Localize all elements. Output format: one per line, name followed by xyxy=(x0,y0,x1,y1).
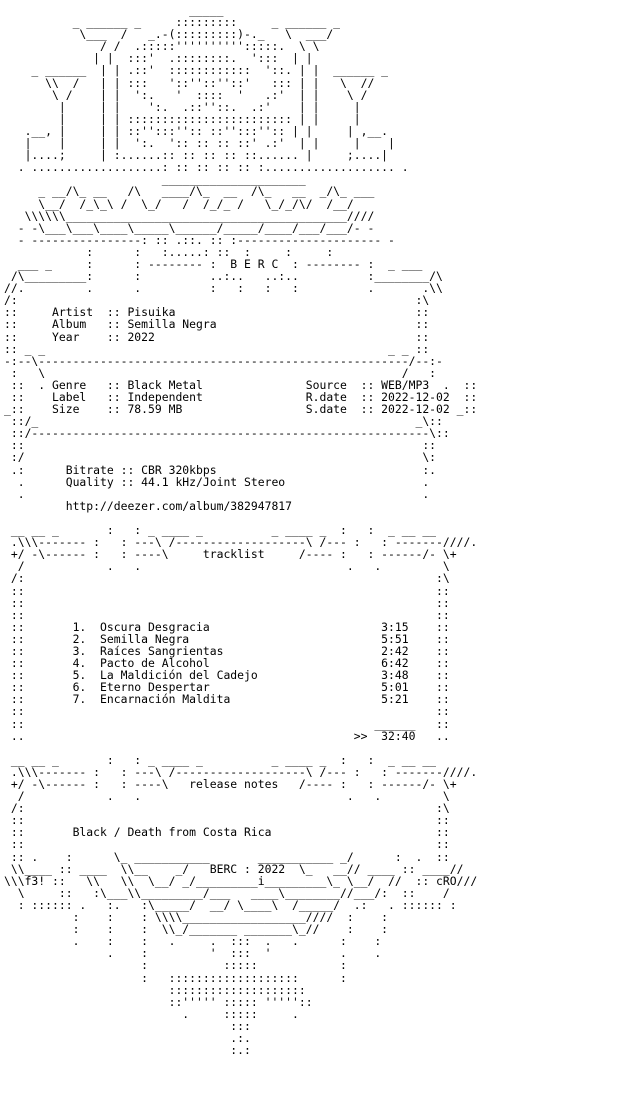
nfo-line: . . xyxy=(4,486,437,501)
nfo-line: \ :: :\___\\_________/___ ____\________/… xyxy=(4,885,464,900)
nfo-line: :: . : \_ ___________ ___________ _/ : .… xyxy=(4,849,450,864)
nfo-line: | | :::' .::::::::. '::: | | xyxy=(4,51,430,66)
nfo-line: |....; | :......:: :: :: :: ::...... | ;… xyxy=(4,148,430,163)
nfo-line: http://deezer.com/album/382947817 xyxy=(4,498,437,513)
nfo-line: :: 1. Oscura Desgracia 3:15 :: xyxy=(4,619,450,634)
nfo-line: : : :.....: :: : : : xyxy=(4,244,430,259)
nfo-line: :: 5. La Maldición del Cadejo 3:48 :: xyxy=(4,668,450,683)
nfo-line: :: 2. Semilla Negra 5:51 :: xyxy=(4,631,450,646)
nfo-line: :: Label :: Independent R.date :: 2022-1… xyxy=(4,390,478,404)
nfo-line: .. >> 32:40 .. xyxy=(4,728,450,743)
nfo-line: .\\\------- : : ---\ /------------------… xyxy=(4,535,478,550)
nfo-ascii-art: _____ _ ______ _ ::::::::: _ ______ _ \_… xyxy=(4,4,477,1056)
nfo-line: :: :: xyxy=(4,438,437,453)
nfo-line: :: ______ :: xyxy=(4,716,450,731)
nfo-line: +/ -\------ : : ----\ release notes /---… xyxy=(4,777,457,791)
nfo-line: -:--\-----------------------------------… xyxy=(4,353,443,368)
nfo-line: :: :: xyxy=(4,595,450,610)
nfo-line: . : : . . ::: . . : : xyxy=(4,934,464,949)
nfo-line: | | | :::::::::::::::::::::::: | | | xyxy=(4,111,430,126)
nfo-line: - -\___\___\____\_____\______/_____/____… xyxy=(4,220,423,235)
nfo-line: : ::::::::::::::::::: : xyxy=(4,970,464,985)
nfo-line: : : : \\\\__________________//// : : xyxy=(4,910,471,925)
nfo-line: / / .:::::'''''''''':::::. \ \ xyxy=(4,39,430,54)
nfo-line: :: 3. Raíces Sangrientas 2:42 :: xyxy=(4,643,450,658)
nfo-line: :: :: xyxy=(4,704,450,719)
nfo-line: _:: Size :: 78.59 MB S.date :: 2022-12-0… xyxy=(4,402,478,417)
nfo-line: .:. xyxy=(4,1030,464,1045)
nfo-line: /: :\ xyxy=(4,801,450,816)
nfo-line: : ::::: : xyxy=(4,958,464,973)
nfo-line: ___ _ : : -------- : B E R C : -------- … xyxy=(4,256,430,271)
nfo-line: : : : \\_/_______ _______\_// : : xyxy=(4,922,471,937)
nfo-line: :: Album :: Semilla Negra :: xyxy=(4,317,430,332)
nfo-line: ::/-------------------------------------… xyxy=(4,426,450,441)
nfo-line: :: _ _ _ _ :: xyxy=(4,341,430,356)
nfo-line: /: :\ xyxy=(4,293,430,308)
nfo-line: :: Year :: 2022 :: xyxy=(4,329,430,344)
nfo-line: .: Bitrate :: CBR 320kbps :. xyxy=(4,462,437,477)
nfo-line: __ __ _ : : _ ____ _ _ ____ _ : : _ __ _… xyxy=(4,523,437,538)
nfo-line: _____ xyxy=(4,3,430,17)
nfo-line: . ::::: . xyxy=(4,1006,464,1021)
nfo-line: :: Artist :: Pisuika :: xyxy=(4,305,430,320)
nfo-line: | | | ':. .::''::. .:' | | | xyxy=(4,99,430,114)
nfo-line: - ----------------: :: .::. :: :--------… xyxy=(4,232,430,247)
nfo-line: _ ______ _ ::::::::: _ ______ _ xyxy=(4,15,430,30)
nfo-line: \ / | | ':. ' :::: ' .:' | | \ / xyxy=(4,87,430,102)
nfo-line: . : ' ::: ' . . xyxy=(4,946,464,961)
nfo-line: \\\f3! :: \\ \\ \__/ _/_________i_______… xyxy=(4,873,478,888)
nfo-line: ::''''' ::::: ''''':: xyxy=(4,994,464,1009)
nfo-line: /: :\ xyxy=(4,571,450,586)
nfo-line: .\\\------- : : ---\ /------------------… xyxy=(4,764,478,779)
nfo-line: :: . Genre :: Black Metal Source :: WEB/… xyxy=(4,377,478,392)
nfo-line: //. . . : : : : . .\\ xyxy=(4,281,443,296)
nfo-line: . Quality :: 44.1 kHz/Joint Stereo . xyxy=(4,474,437,489)
nfo-line: .__, | | | ::'':::'':: ::'':::'':: | | |… xyxy=(4,123,430,138)
nfo-line: :: :: xyxy=(4,607,450,622)
nfo-line: :: 4. Pacto de Alcohol 6:42 :: xyxy=(4,656,450,671)
nfo-line: :/ \: xyxy=(4,450,437,465)
nfo-line: / . . . . \ xyxy=(4,789,457,804)
nfo-line: . ...................: :: :: :: :: :....… xyxy=(4,160,430,175)
nfo-line: \__/ /_\_\ / \_/ / /_/_ / \_/_/\/ /__/ xyxy=(4,196,430,211)
nfo-line: :.: xyxy=(4,1043,464,1058)
nfo-line: _____________________ xyxy=(4,172,430,187)
nfo-line: \\ / | | ::: '::''::''::' ::: | | \ // xyxy=(4,75,430,90)
nfo-line: ::/_ _\:: xyxy=(4,414,443,429)
nfo-line: : :::::: . :. :\_____/ __/ \____\ /_____… xyxy=(4,897,457,912)
nfo-line: ::: xyxy=(4,1018,464,1033)
nfo-line: | | | | ':. ':: :: :: ::' .:' | | | | xyxy=(4,136,437,151)
nfo-line: \\\\\\__________________________________… xyxy=(4,208,423,223)
nfo-line: _ __/\_ __ /\ ____/\_ __ /\_ __ _/\_ ___ xyxy=(4,184,430,199)
nfo-line: __ __ _ : : _ ____ _ _ ____ _ : : _ __ _… xyxy=(4,752,437,767)
nfo-line: :: :: xyxy=(4,837,450,852)
nfo-line: :: 7. Encarnación Maldita 5:21 :: xyxy=(4,692,450,707)
nfo-line: /\_________: : ..:.. ..:.. :________/\ xyxy=(4,269,443,284)
nfo-line xyxy=(4,742,477,754)
nfo-line: \\____ :: ____ \\__ _/ BERC : 2022 \_ __… xyxy=(4,861,464,876)
nfo-line: :::::::::::::::::::: xyxy=(4,982,464,997)
nfo-line: : \ / : xyxy=(4,365,443,380)
nfo-line: :: :: xyxy=(4,583,450,598)
nfo-line: +/ -\------ : : ----\ tracklist /---- : … xyxy=(4,547,457,562)
nfo-line: :: 6. Eterno Despertar 5:01 :: xyxy=(4,680,450,695)
nfo-line: :: :: xyxy=(4,813,450,828)
nfo-line: _ ______ | | .::' :::::::::::: '::. | | … xyxy=(4,63,437,78)
nfo-line: \___ / _.-(:::::::::)-._ \ ___/ xyxy=(4,27,430,42)
nfo-line: / . . . . \ xyxy=(4,559,457,574)
nfo-line: :: Black / Death from Costa Rica :: xyxy=(4,825,450,840)
